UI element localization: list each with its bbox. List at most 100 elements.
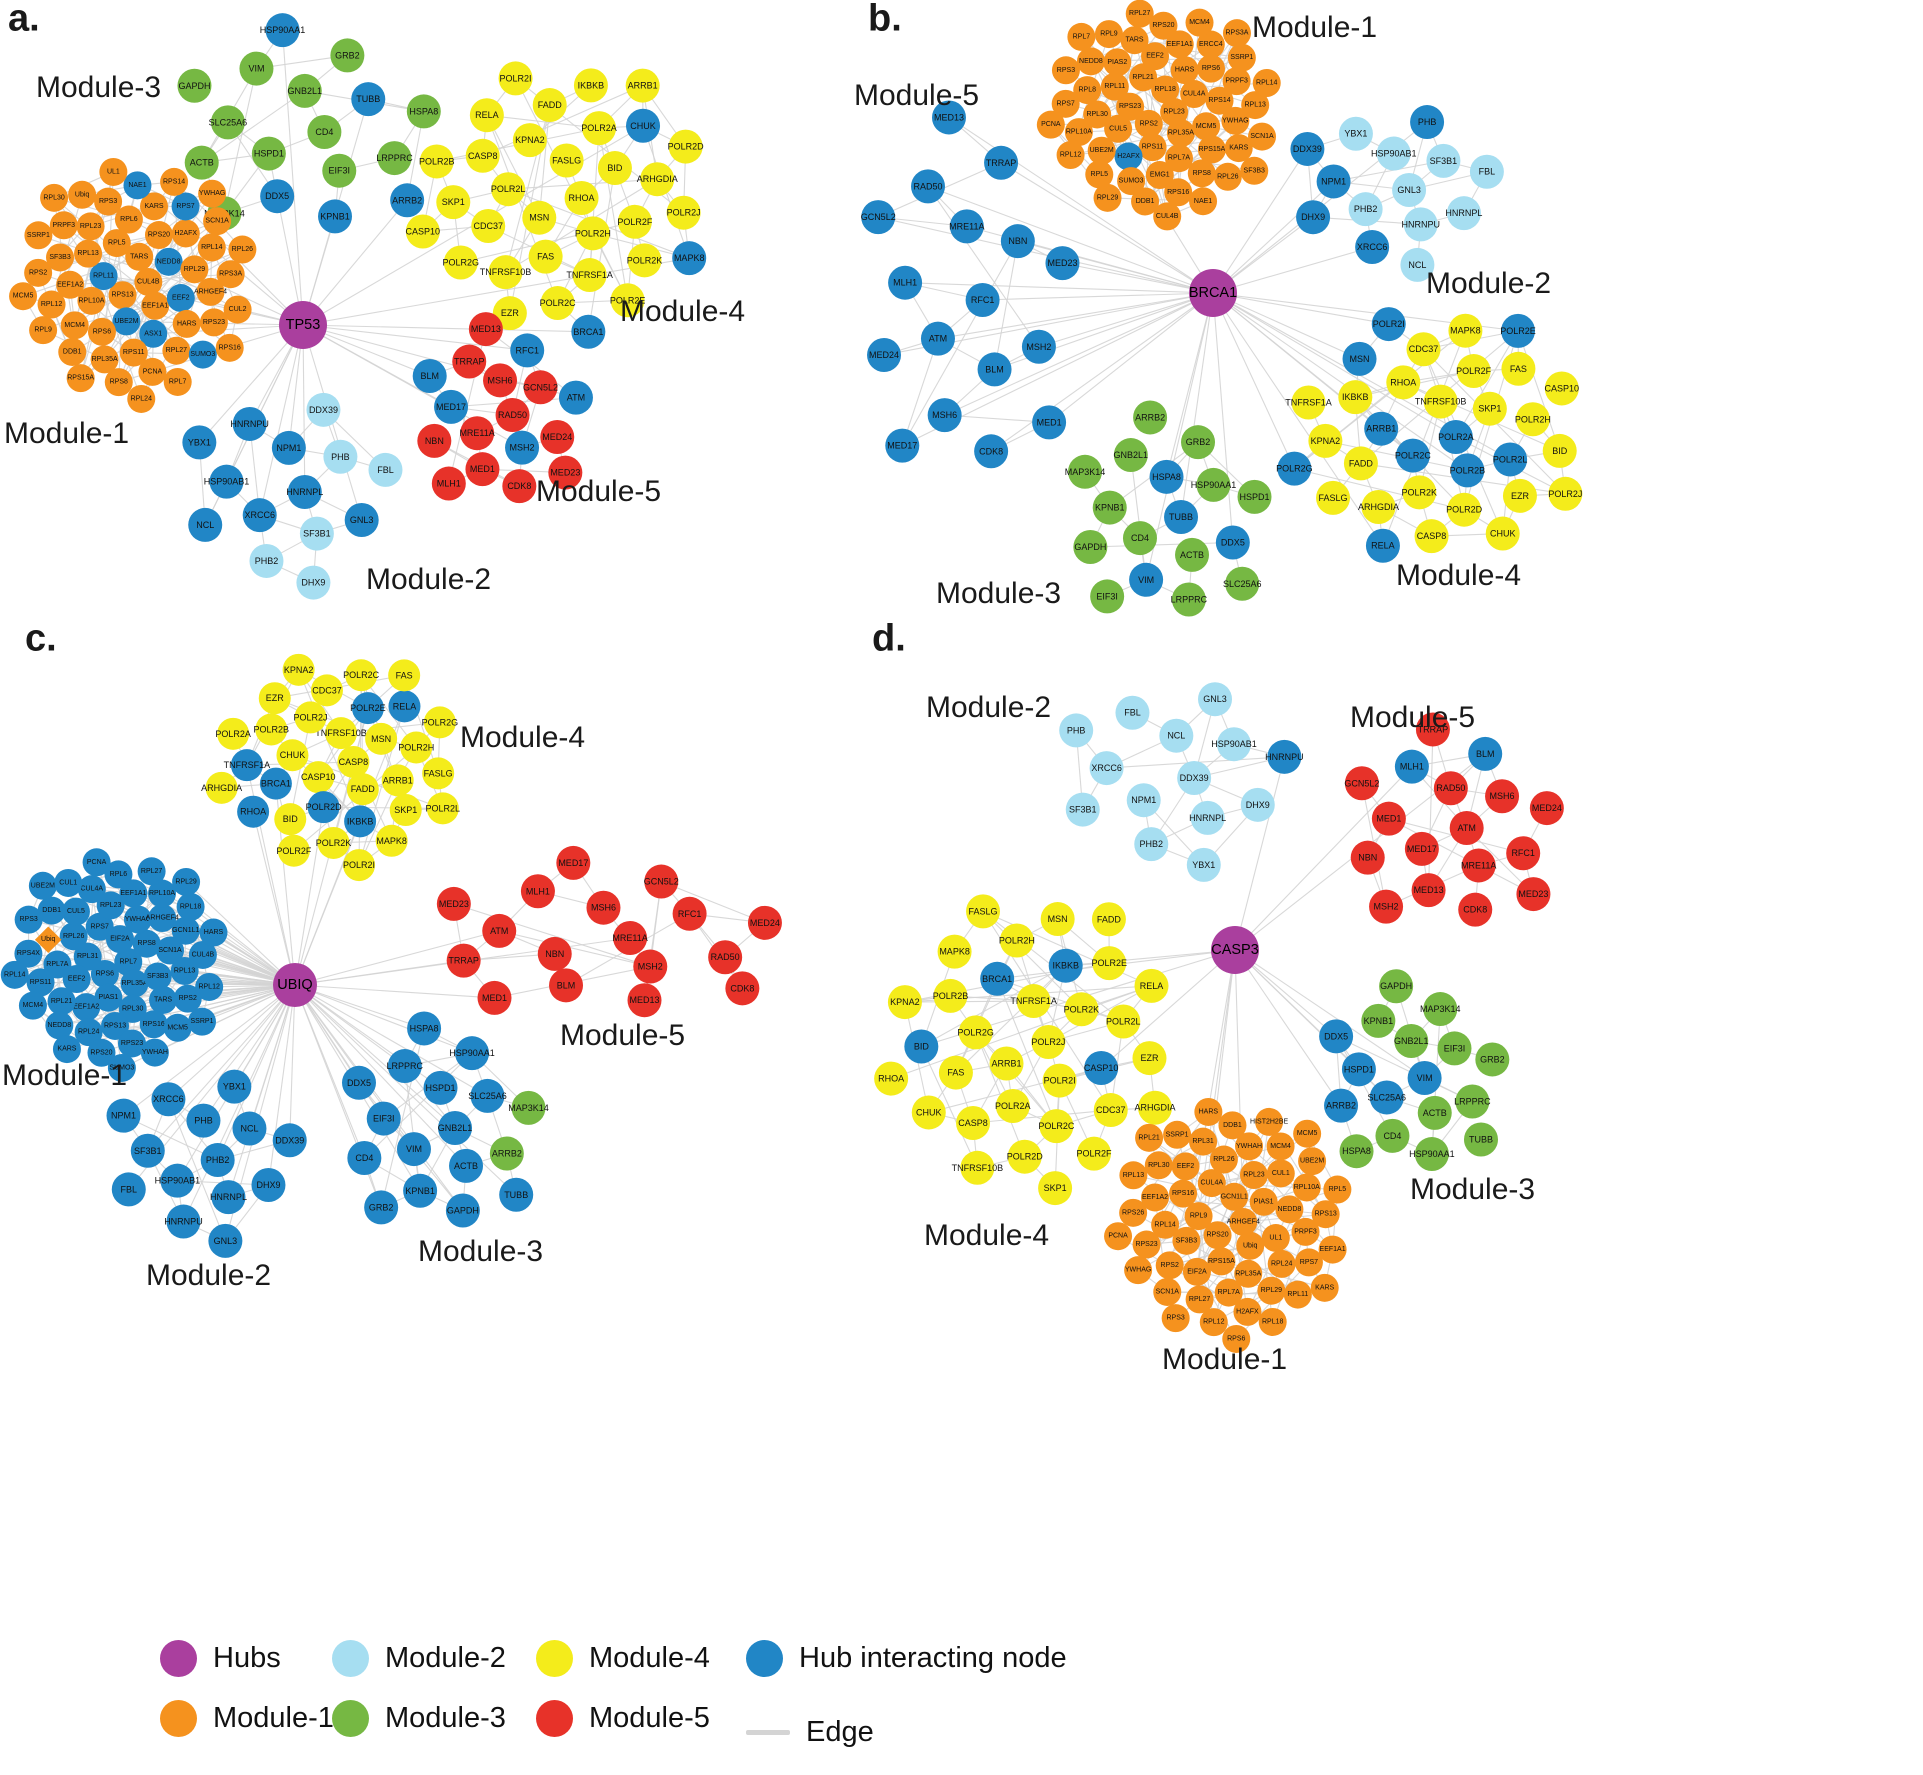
network-node[interactable] bbox=[672, 241, 707, 276]
network-node[interactable] bbox=[1065, 792, 1100, 827]
network-node[interactable] bbox=[249, 543, 284, 578]
network-node[interactable] bbox=[114, 205, 143, 234]
network-node[interactable] bbox=[1290, 131, 1325, 166]
network-node[interactable] bbox=[156, 936, 185, 965]
network-node[interactable] bbox=[166, 284, 195, 313]
network-node[interactable] bbox=[118, 994, 147, 1023]
network-node[interactable] bbox=[498, 61, 533, 96]
network-node[interactable] bbox=[610, 283, 645, 318]
network-node[interactable] bbox=[119, 338, 148, 367]
network-node[interactable] bbox=[237, 795, 270, 828]
network-node[interactable] bbox=[586, 890, 621, 925]
network-node[interactable] bbox=[1132, 1041, 1167, 1076]
network-node[interactable] bbox=[366, 1101, 401, 1136]
network-node[interactable] bbox=[523, 370, 558, 405]
network-node[interactable] bbox=[510, 333, 545, 368]
network-node[interactable] bbox=[381, 764, 414, 797]
network-node[interactable] bbox=[477, 980, 512, 1015]
network-node[interactable] bbox=[195, 972, 224, 1001]
network-node[interactable] bbox=[170, 956, 199, 985]
network-node[interactable] bbox=[1411, 873, 1446, 908]
network-node[interactable] bbox=[217, 1069, 252, 1104]
network-node[interactable] bbox=[1469, 154, 1504, 189]
network-node[interactable] bbox=[937, 934, 972, 969]
network-node[interactable] bbox=[1355, 229, 1390, 264]
network-node[interactable] bbox=[1203, 1221, 1232, 1250]
network-node[interactable] bbox=[1257, 1276, 1286, 1305]
network-node[interactable] bbox=[54, 868, 83, 897]
network-node[interactable] bbox=[482, 913, 517, 948]
network-node[interactable] bbox=[505, 430, 540, 465]
network-node[interactable] bbox=[1310, 1273, 1339, 1302]
network-node[interactable] bbox=[173, 984, 202, 1013]
network-node[interactable] bbox=[344, 805, 377, 838]
network-node[interactable] bbox=[887, 985, 922, 1020]
network-node[interactable] bbox=[920, 321, 955, 356]
network-node[interactable] bbox=[1032, 405, 1067, 440]
network-node[interactable] bbox=[1375, 1118, 1410, 1153]
network-node[interactable] bbox=[1194, 1097, 1223, 1126]
network-node[interactable] bbox=[99, 157, 128, 186]
network-node[interactable] bbox=[966, 894, 1001, 929]
network-node[interactable] bbox=[138, 357, 167, 386]
network-node[interactable] bbox=[1248, 122, 1277, 151]
network-node[interactable] bbox=[199, 308, 228, 337]
network-node[interactable] bbox=[1361, 490, 1396, 525]
network-node[interactable] bbox=[24, 221, 53, 250]
network-node[interactable] bbox=[512, 123, 547, 158]
network-node[interactable] bbox=[1410, 105, 1445, 140]
network-node[interactable] bbox=[1423, 992, 1458, 1027]
network-node[interactable] bbox=[0, 960, 29, 989]
network-node[interactable] bbox=[351, 692, 384, 725]
network-node[interactable] bbox=[931, 100, 966, 135]
network-node[interactable] bbox=[1277, 451, 1312, 486]
network-node[interactable] bbox=[77, 875, 106, 904]
network-node[interactable] bbox=[94, 187, 123, 216]
network-node[interactable] bbox=[1323, 1175, 1352, 1204]
network-node[interactable] bbox=[1548, 476, 1583, 511]
network-node[interactable] bbox=[1209, 1145, 1238, 1174]
network-node[interactable] bbox=[62, 965, 91, 994]
network-node[interactable] bbox=[548, 455, 583, 490]
network-node[interactable] bbox=[668, 129, 703, 164]
network-node[interactable] bbox=[186, 1103, 221, 1138]
network-node[interactable] bbox=[306, 392, 341, 427]
network-node[interactable] bbox=[927, 398, 962, 433]
network-node[interactable] bbox=[1119, 1161, 1148, 1190]
hub-node[interactable] bbox=[1211, 926, 1259, 974]
network-node[interactable] bbox=[984, 145, 1019, 180]
network-node[interactable] bbox=[933, 978, 968, 1013]
network-node[interactable] bbox=[96, 891, 125, 920]
network-node[interactable] bbox=[139, 1010, 168, 1039]
network-node[interactable] bbox=[1160, 98, 1189, 126]
network-node[interactable] bbox=[1196, 30, 1225, 59]
network-node[interactable] bbox=[1369, 1080, 1404, 1115]
network-node[interactable] bbox=[1172, 1226, 1201, 1255]
network-node[interactable] bbox=[1458, 892, 1493, 927]
network-node[interactable] bbox=[163, 1013, 192, 1042]
network-node[interactable] bbox=[198, 179, 227, 208]
network-node[interactable] bbox=[61, 897, 90, 926]
network-node[interactable] bbox=[520, 874, 555, 909]
network-node[interactable] bbox=[1437, 1031, 1472, 1066]
network-node[interactable] bbox=[60, 311, 89, 340]
network-node[interactable] bbox=[1493, 442, 1528, 477]
network-node[interactable] bbox=[1240, 787, 1275, 822]
network-node[interactable] bbox=[140, 192, 169, 221]
network-node[interactable] bbox=[1197, 1169, 1226, 1198]
network-node[interactable] bbox=[209, 464, 244, 499]
network-node[interactable] bbox=[1149, 459, 1184, 494]
network-node[interactable] bbox=[400, 731, 433, 764]
network-node[interactable] bbox=[1291, 1217, 1320, 1246]
network-node[interactable] bbox=[1186, 847, 1221, 882]
network-node[interactable] bbox=[1364, 411, 1399, 446]
network-node[interactable] bbox=[1446, 196, 1481, 231]
network-node[interactable] bbox=[1233, 1297, 1262, 1326]
network-node[interactable] bbox=[1361, 1003, 1396, 1038]
network-node[interactable] bbox=[1403, 207, 1438, 242]
network-node[interactable] bbox=[491, 172, 526, 207]
network-node[interactable] bbox=[387, 1049, 422, 1084]
network-node[interactable] bbox=[1129, 63, 1158, 92]
network-node[interactable] bbox=[1316, 480, 1351, 515]
network-node[interactable] bbox=[1149, 11, 1178, 40]
